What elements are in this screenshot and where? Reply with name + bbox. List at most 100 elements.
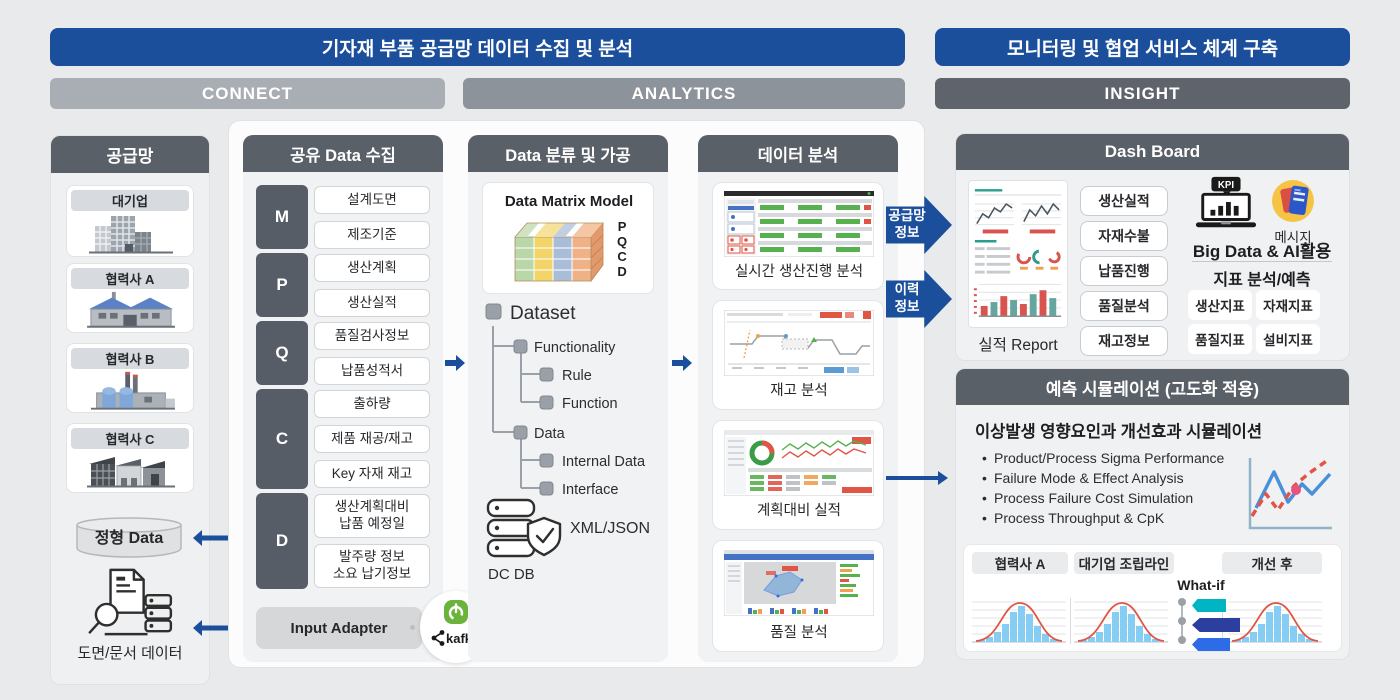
tree-node-label: Rule — [562, 368, 592, 384]
bullet-item: Product/Process Sigma Performance — [980, 448, 1230, 468]
tree-node-label: Internal Data — [562, 454, 646, 470]
format-label: XML/JSON — [570, 520, 651, 537]
report-thumbnail — [973, 189, 1062, 317]
stage-insight: INSIGHT — [935, 78, 1350, 109]
dashboard-menu-quality: 품질분석 — [1080, 291, 1168, 321]
entity-card-partner-b: 협력사 B — [66, 343, 194, 413]
header-right-text: 모니터링 및 협업 서비스 체계 구축 — [1006, 38, 1279, 60]
analysis-card-realtime: 실시간 생산진행 분석 — [712, 182, 884, 290]
analysis-card-label: 실시간 생산진행 분석 — [734, 264, 864, 280]
collect-item: 발주량 정보 소요 납기정보 — [314, 544, 430, 588]
analysis-card-quality: 품질 분석 — [712, 540, 884, 652]
kpi-laptop-icon: KPI — [1195, 176, 1257, 228]
group-p: P — [256, 253, 308, 317]
realtime-analysis-thumbnail — [724, 191, 874, 257]
divider — [1070, 598, 1071, 644]
db-label: DC DB — [488, 566, 535, 583]
axis-d: D — [617, 264, 627, 279]
entity-card-daegieop: 대기업 — [66, 185, 194, 257]
plan-vs-actual-thumbnail — [724, 430, 874, 496]
quality-analysis-thumbnail — [724, 550, 874, 616]
structured-data-cylinder-icon — [76, 517, 182, 558]
entity-label: 대기업 — [71, 190, 189, 211]
tree-node-label: Function — [562, 396, 618, 412]
flow-arrow-icon — [672, 355, 692, 371]
simulation-chart-icon — [1248, 458, 1332, 530]
header-left-banner: 기자재 부품 공급망 데이터 수집 및 분석 — [50, 28, 905, 66]
classify-column-title: Data 분류 및 가공 — [468, 135, 668, 172]
entity-label: 협력사 A — [71, 268, 189, 289]
scenario-label-partner-a: 협력사 A — [972, 552, 1068, 574]
office-building-icon — [89, 216, 173, 254]
tree-node-label: Functionality — [534, 340, 616, 356]
analysis-card-plan: 계획대비 실적 — [712, 420, 884, 530]
kpi-badge-text: KPI — [1218, 180, 1234, 191]
whatif-label: What-if — [1177, 577, 1225, 593]
structured-data-label: 정형 Data — [94, 530, 164, 547]
analysis-card-label: 계획대비 실적 — [756, 503, 842, 519]
analysis-card-label: 재고 분석 — [770, 383, 828, 399]
message-label: 메시지 — [1274, 230, 1312, 245]
bullet-item: Process Failure Cost Simulation — [980, 488, 1230, 508]
document-data-label: 도면/문서 데이터 — [77, 645, 183, 662]
supply-info-label: 공급망 정보 — [888, 208, 926, 240]
message-icon — [1272, 180, 1314, 222]
adapter-dot — [410, 625, 415, 630]
whatif-tag-navy — [1192, 618, 1240, 632]
supply-chain-title: 공급망 — [51, 136, 209, 173]
stage-connect: CONNECT — [50, 78, 445, 109]
analysis-card-inventory: 재고 분석 — [712, 300, 884, 410]
dashboard-title: Dash Board — [956, 134, 1349, 170]
histogram-improved — [1227, 601, 1323, 643]
entity-card-partner-a: 협력사 A — [66, 263, 194, 333]
collect-column-title: 공유 Data 수집 — [243, 135, 443, 172]
collect-item: 출하량 — [314, 390, 430, 418]
group-d: D — [256, 493, 308, 589]
simulation-bullets: Product/Process Sigma Performance Failur… — [980, 448, 1230, 528]
axis-q: Q — [617, 234, 628, 249]
dashboard-menu-inventory: 재고정보 — [1080, 326, 1168, 356]
collect-item: 납품성적서 — [314, 357, 430, 385]
indicator-material: 자재지표 — [1256, 290, 1320, 320]
entity-label: 협력사 C — [71, 428, 189, 449]
document-data-icon — [88, 568, 173, 636]
factory-c-icon — [87, 457, 175, 488]
group-q: Q — [256, 321, 308, 385]
whatif-tag-blue — [1192, 638, 1230, 651]
scenario-label-assembly-line: 대기업 조립라인 — [1074, 552, 1174, 574]
history-info-label: 이력 정보 — [894, 282, 920, 314]
collect-item: 생산실적 — [314, 289, 430, 317]
divider — [1192, 261, 1332, 262]
report-label: 실적 Report — [978, 337, 1058, 354]
inventory-analysis-thumbnail — [724, 310, 874, 376]
tree-node-label: Interface — [562, 482, 618, 498]
histogram-assembly-line — [1073, 601, 1169, 643]
indicator-quality: 품질지표 — [1188, 324, 1252, 354]
collect-item: 제조기준 — [314, 221, 430, 249]
analysis-card-label: 품질 분석 — [770, 625, 828, 641]
collect-item: 생산계획 — [314, 254, 430, 282]
simulation-flow-arrow-icon — [886, 471, 948, 485]
bullet-item: Process Throughput & CpK — [980, 508, 1230, 528]
spring-icon — [444, 600, 468, 624]
collect-item: Key 자재 재고 — [314, 460, 430, 488]
factory-b-icon — [90, 371, 175, 410]
bullet-item: Failure Mode & Effect Analysis — [980, 468, 1230, 488]
indicator-section-title: 지표 분석/예측 — [1213, 272, 1311, 289]
indicator-equipment: 설비지표 — [1256, 324, 1320, 354]
dashboard-menu-material: 자재수불 — [1080, 221, 1168, 251]
indicator-production: 생산지표 — [1188, 290, 1252, 320]
cube-axes: P Q C D — [617, 219, 627, 279]
header-right-banner: 모니터링 및 협업 서비스 체계 구축 — [935, 28, 1350, 66]
collect-item: 제품 재공/재고 — [314, 425, 430, 453]
simulation-title: 예측 시뮬레이션 (고도화 적용) — [956, 369, 1349, 405]
entity-card-partner-c: 협력사 C — [66, 423, 194, 493]
report-preview — [968, 180, 1068, 328]
dashboard-menu-production: 생산실적 — [1080, 186, 1168, 216]
tree-root-label: Dataset — [510, 303, 576, 324]
header-left-text: 기자재 부품 공급망 데이터 수집 및 분석 — [321, 38, 634, 60]
dashboard-menu-delivery: 납품진행 — [1080, 256, 1168, 286]
axis-p: P — [617, 219, 627, 234]
group-m: M — [256, 185, 308, 249]
